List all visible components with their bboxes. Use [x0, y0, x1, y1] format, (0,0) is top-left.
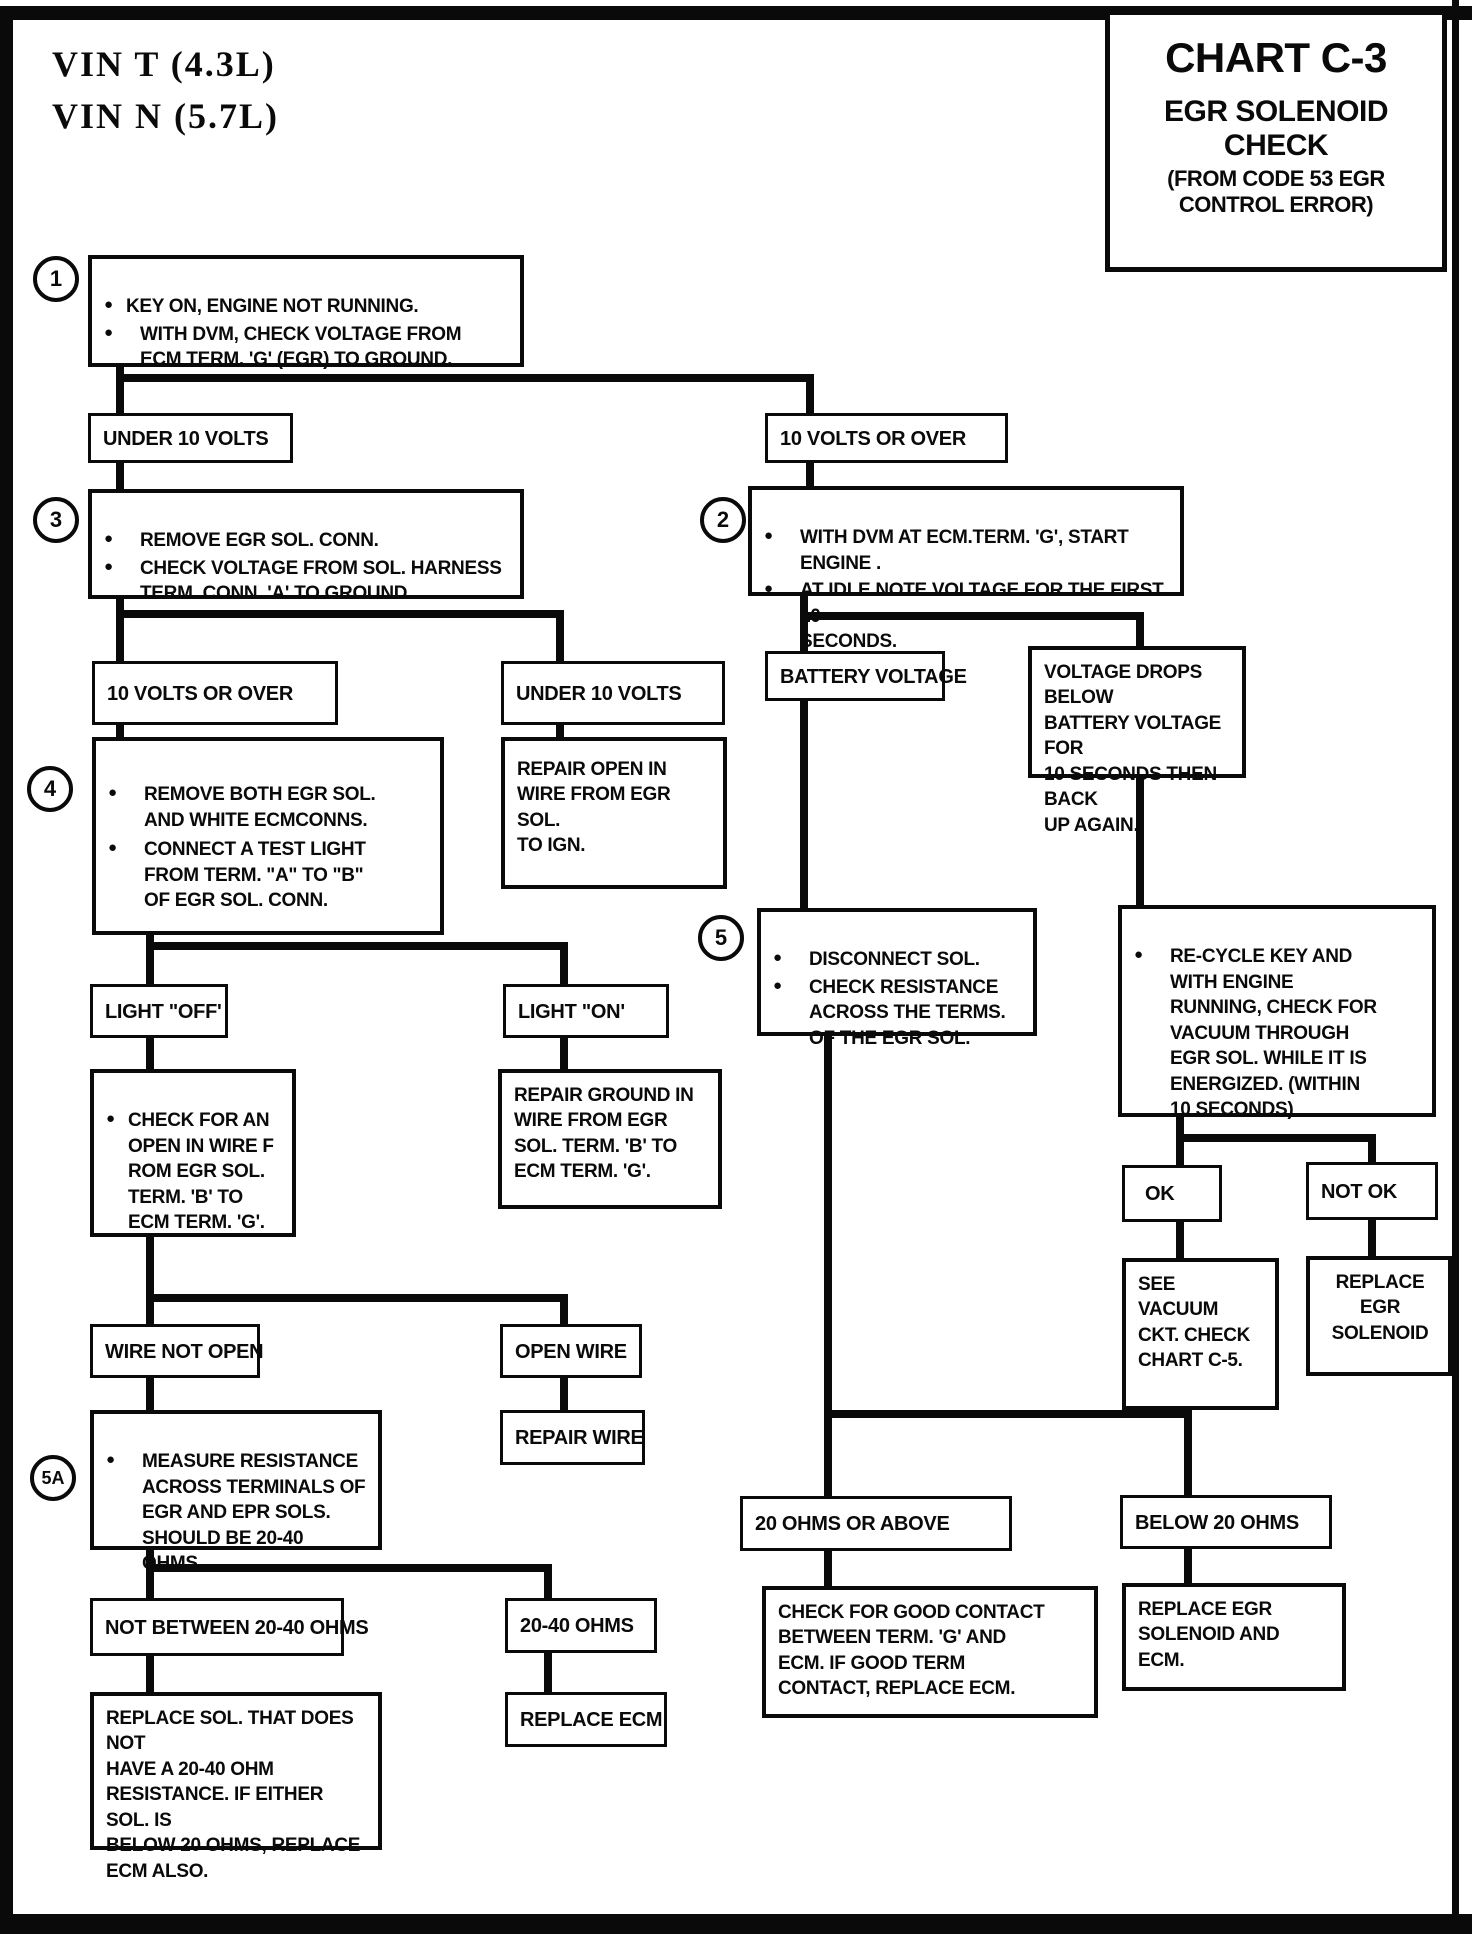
bottom-border	[0, 1914, 1472, 1934]
node-step2-start-engine: WITH DVM AT ECM.TERM. 'G', START ENGINE …	[748, 486, 1184, 652]
connector	[1176, 1134, 1376, 1142]
connector	[146, 1376, 154, 1412]
connector	[1136, 776, 1144, 907]
node-replace-egr-solenoid-and-ecm: REPLACE EGR SOLENOID AND ECM.	[1122, 1583, 1346, 1691]
connector	[146, 1235, 154, 1326]
label-10-volts-or-over-sub: 10 VOLTS OR OVER	[92, 661, 338, 725]
connector	[556, 610, 564, 663]
connector	[806, 374, 814, 416]
node-repair-ground: REPAIR GROUND IN WIRE FROM EGR SOL. TERM…	[498, 1069, 722, 1209]
vin-heading: VIN T (4.3L) VIN N (5.7L)	[52, 44, 279, 137]
label-20-40-ohms: 20-40 OHMS	[505, 1598, 657, 1653]
label-under-10-volts-main: UNDER 10 VOLTS	[88, 413, 293, 463]
node-repair-open-wire-ign: REPAIR OPEN IN WIRE FROM EGR SOL. TO IGN…	[501, 737, 727, 889]
chart-subtitle: EGR SOLENOID CHECK	[1163, 95, 1389, 162]
connector	[116, 723, 124, 739]
node-step1-check-voltage: KEY ON, ENGINE NOT RUNNING. WITH DVM, CH…	[88, 255, 524, 370]
chart-title: CHART C-3	[1165, 34, 1387, 81]
label-battery-voltage: BATTERY VOLTAGE	[765, 651, 967, 701]
connector	[824, 1549, 832, 1588]
step-3-badge: 3	[33, 497, 79, 543]
node-check-good-contact: CHECK FOR GOOD CONTACT BETWEEN TERM. 'G'…	[762, 1586, 1098, 1718]
label-10-volts-or-over-main: 10 VOLTS OR OVER	[765, 413, 1008, 463]
connector	[146, 1654, 154, 1692]
chart-source-note: (FROM CODE 53 EGR CONTROL ERROR)	[1167, 166, 1385, 217]
step-5a-badge: 5A	[30, 1455, 76, 1501]
right-border	[1452, 0, 1459, 1914]
connector	[544, 1651, 552, 1692]
label-not-between-20-40: NOT BETWEEN 20-40 OHMS	[90, 1598, 369, 1656]
node-see-vacuum-chart-c5: SEE VACUUM CKT. CHECK CHART C-5.	[1122, 1258, 1279, 1410]
node-step4-test-light: REMOVE BOTH EGR SOL. AND WHITE ECMCONNS.…	[92, 737, 444, 935]
step-4-badge: 4	[27, 766, 73, 812]
connector	[116, 461, 124, 491]
connector	[560, 942, 568, 986]
connector	[1176, 1220, 1184, 1260]
label-below-20-ohms: BELOW 20 OHMS	[1120, 1495, 1332, 1549]
connector	[1368, 1134, 1376, 1164]
left-border	[0, 6, 13, 1934]
step-1-badge: 1	[33, 256, 79, 302]
label-ok: OK	[1122, 1165, 1222, 1222]
connector	[556, 723, 564, 739]
label-open-wire: OPEN WIRE	[500, 1324, 642, 1378]
node-check-open-wire: CHECK FOR AN OPEN IN WIRE F ROM EGR SOL.…	[90, 1069, 296, 1237]
node-replace-sol: REPLACE SOL. THAT DOES NOT HAVE A 20-40 …	[90, 1692, 382, 1882]
connector	[824, 1410, 1192, 1418]
connector	[1368, 1218, 1376, 1258]
connector	[1184, 1547, 1192, 1585]
node-step3-remove-egr-conn: REMOVE EGR SOL. CONN. CHECK VOLTAGE FROM…	[88, 489, 524, 604]
node-recycle-key-vacuum: RE-CYCLE KEY AND WITH ENGINE RUNNING, CH…	[1118, 905, 1436, 1120]
connector	[544, 1564, 552, 1600]
connector	[146, 942, 568, 950]
node-step5a-measure-resistance: MEASURE RESISTANCE ACROSS TERMINALS OF E…	[90, 1410, 382, 1574]
connector	[800, 699, 808, 910]
step-2-badge: 2	[700, 497, 746, 543]
connector	[116, 374, 814, 382]
connector	[146, 933, 154, 986]
connector	[560, 1376, 568, 1412]
connector	[116, 366, 124, 414]
label-light-on: LIGHT "ON'	[503, 984, 669, 1038]
chart-title-box: CHART C-3 EGR SOLENOID CHECK (FROM CODE …	[1105, 10, 1447, 272]
label-not-ok: NOT OK	[1306, 1162, 1438, 1220]
label-light-off: LIGHT "OFF'	[90, 984, 228, 1038]
top-border	[0, 6, 1472, 20]
connector	[116, 610, 564, 618]
label-wire-not-open: WIRE NOT OPEN	[90, 1324, 264, 1378]
connector	[824, 1034, 832, 1498]
connector	[146, 1036, 154, 1071]
connector	[560, 1294, 568, 1326]
node-replace-egr-solenoid: REPLACE EGR SOLENOID	[1306, 1256, 1452, 1376]
label-20-ohms-or-above: 20 OHMS OR ABOVE	[740, 1496, 1012, 1551]
label-voltage-drops: VOLTAGE DROPS BELOW BATTERY VOLTAGE FOR …	[1028, 646, 1246, 836]
label-under-10-volts-sub: UNDER 10 VOLTS	[501, 661, 725, 725]
node-step5-check-resistance: DISCONNECT SOL. CHECK RESISTANCE ACROSS …	[757, 908, 1037, 1049]
step-5-badge: 5	[698, 915, 744, 961]
connector	[560, 1036, 568, 1071]
node-replace-ecm: REPLACE ECM	[505, 1692, 667, 1747]
connector	[146, 1294, 568, 1302]
connector	[806, 461, 814, 488]
connector	[1184, 1410, 1192, 1497]
node-repair-wire: REPAIR WIRE	[500, 1410, 645, 1465]
connector	[116, 597, 124, 663]
